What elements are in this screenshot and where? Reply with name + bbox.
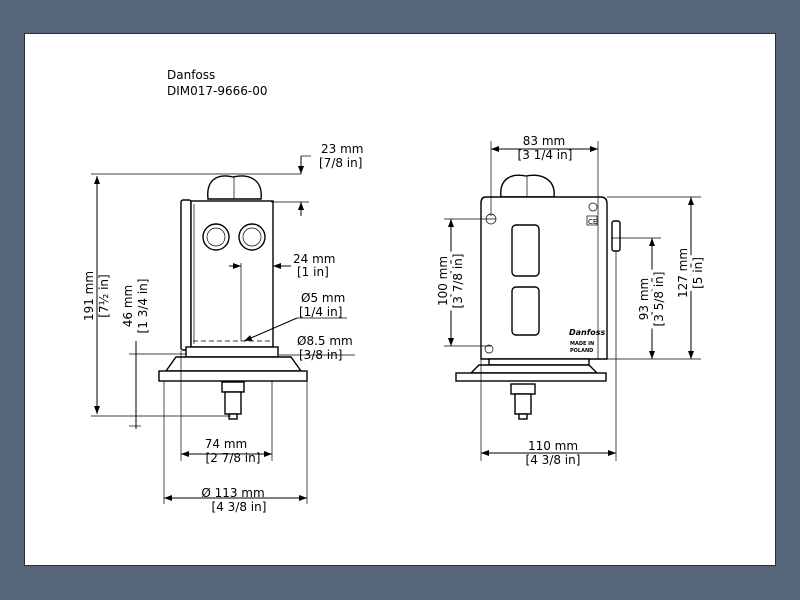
dim-93-mm: 93 mm: [637, 278, 651, 320]
dim-74-mm: 74 mm: [205, 437, 247, 451]
svg-text:POLAND: POLAND: [570, 348, 593, 354]
dim-110-in: [4 3/8 in]: [526, 453, 581, 467]
dim-191-mm: 191 mm: [82, 271, 96, 321]
dim-100-in: [3 7/8 in]: [451, 254, 465, 309]
side-pressure-fitting: [224, 391, 242, 415]
dim-hole-5-mm: Ø5 mm: [301, 291, 345, 305]
cable-glands-top: [207, 175, 262, 200]
dim-100-mm: 100 mm: [436, 256, 450, 306]
side-base-plate: [158, 370, 308, 382]
front-base-plate: [455, 372, 607, 382]
ce-mark: CE: [588, 218, 597, 226]
side-housing: [190, 200, 274, 348]
dim-23-in: [7/8 in]: [319, 156, 362, 170]
danfoss-logo: Danfoss MADE IN POLAND: [569, 328, 605, 354]
dim-46-mm: 46 mm: [121, 285, 135, 327]
brand-label: Danfoss: [167, 68, 215, 82]
side-view: [158, 175, 308, 420]
dim-23-mm: 23 mm: [321, 142, 363, 156]
dim-24-in: [1 in]: [297, 265, 329, 279]
front-pressure-fitting: [514, 393, 532, 415]
side-diaphragm: [164, 356, 303, 372]
side-gland: [611, 220, 621, 252]
technical-drawing: Danfoss DIM017-9666-00 191 mm [7½ in] 46…: [82, 68, 708, 514]
dim-hole-5-in: [1/4 in]: [299, 305, 342, 319]
dim-24-mm: 24 mm: [293, 252, 335, 266]
dim-93-in: [3 5/8 in]: [652, 272, 666, 327]
front-view: CE Danfoss MADE IN POLAND: [455, 174, 621, 420]
dim-127-mm: 127 mm: [676, 248, 690, 298]
dim-hole-8-5-mm: Ø8.5 mm: [297, 334, 353, 348]
drawing-code: DIM017-9666-00: [167, 84, 268, 98]
dim-113-in: [4 3/8 in]: [212, 500, 267, 514]
dim-83-in: [3 1/4 in]: [518, 148, 573, 162]
dim-hole-8-5-in: [3/8 in]: [299, 348, 342, 362]
window-upper: [511, 224, 540, 277]
dim-46-in: [1 3/4 in]: [136, 279, 150, 334]
dim-127-in: [5 in]: [691, 257, 705, 289]
dim-74-in: [2 7/8 in]: [206, 451, 261, 465]
cable-glands-top-front: [500, 174, 555, 198]
side-hinge: [180, 199, 192, 351]
drawing-sheet: Danfoss DIM017-9666-00 191 mm [7½ in] 46…: [24, 33, 776, 566]
svg-text:MADE IN: MADE IN: [570, 341, 594, 347]
dim-191-in: [7½ in]: [97, 274, 111, 317]
window-lower: [511, 286, 540, 336]
svg-text:Danfoss: Danfoss: [569, 328, 605, 337]
dim-83-mm: 83 mm: [523, 134, 565, 148]
dim-113-mm: Ø 113 mm: [201, 486, 264, 500]
dim-110-mm: 110 mm: [528, 439, 578, 453]
